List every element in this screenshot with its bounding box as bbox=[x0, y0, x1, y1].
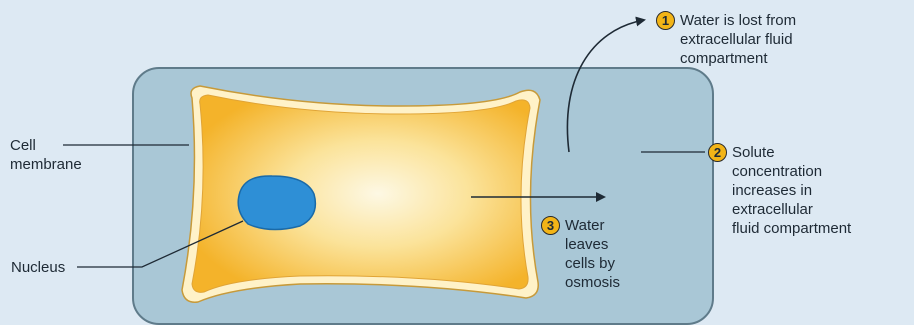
nucleus-label: Nucleus bbox=[11, 258, 65, 277]
step-1: 1 Water is lost from extracellular fluid… bbox=[656, 11, 796, 68]
cell-membrane-label: Cell membrane bbox=[10, 136, 82, 174]
step-3-badge: 3 bbox=[541, 216, 560, 235]
nucleus-shape bbox=[238, 176, 315, 230]
step-3: 3 Water leaves cells by osmosis bbox=[541, 216, 620, 292]
step-2-text: Solute concentration increases in extrac… bbox=[732, 143, 851, 238]
step-2-badge: 2 bbox=[708, 143, 727, 162]
step-1-badge: 1 bbox=[656, 11, 675, 30]
step-1-text: Water is lost from extracellular fluid c… bbox=[680, 11, 796, 68]
step-2: 2 Solute concentration increases in extr… bbox=[708, 143, 851, 238]
step-3-text: Water leaves cells by osmosis bbox=[565, 216, 620, 292]
